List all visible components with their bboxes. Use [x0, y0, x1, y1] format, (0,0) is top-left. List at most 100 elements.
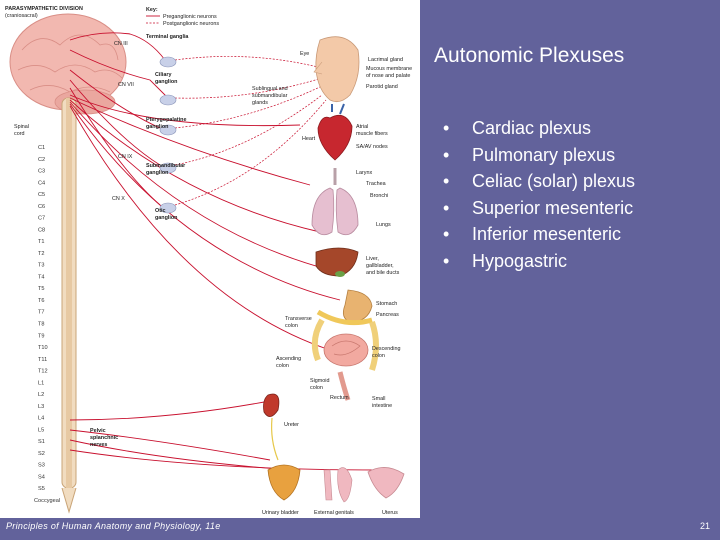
pterygopalatine-ganglion-label: Pterygopalatine: [146, 117, 186, 123]
plexus-list: • Cardiac plexus • Pulmonary plexus • Celia…: [440, 117, 635, 277]
list-item: • Celiac (solar) plexus: [440, 170, 635, 197]
list-item-label: Cardiac plexus: [472, 118, 592, 138]
list-item-label: Hypogastric: [472, 250, 568, 271]
heart-illustration: [317, 103, 353, 161]
spinal-segment-label: C8: [38, 227, 45, 233]
spinal-segment-label: T5: [38, 286, 45, 292]
key-title: Key:: [146, 7, 158, 13]
bullet-glyph: •: [443, 144, 450, 165]
otic-ganglion-label: ganglion: [155, 215, 177, 221]
mucous-label: Mucous membrane: [366, 66, 412, 72]
bullet-glyph: •: [443, 224, 450, 245]
liver-label: and bile ducts: [366, 270, 400, 276]
footer-citation: Principles of Human Anatomy and Physiolo…: [6, 521, 221, 531]
small-intestine-label: Small: [372, 396, 385, 402]
larynx-label: Larynx: [356, 170, 372, 176]
head-illustration: [313, 36, 360, 103]
spinal-segment-label: T4: [38, 274, 45, 280]
terminal-ganglia-label: Terminal ganglia: [146, 34, 189, 40]
spinal-segment-label: T10: [38, 345, 48, 351]
spinal-segment-label: T9: [38, 333, 45, 339]
spinal-segment-label: Coccygeal: [34, 498, 60, 504]
spinal-segment-label: T12: [38, 369, 48, 375]
key-preganglionic: Preganglionic neurons: [163, 14, 217, 20]
list-item: •Superior mesenteric: [440, 197, 635, 224]
slide-title: Autonomic Plexuses: [434, 44, 625, 67]
list-item: • Hypogastric: [440, 250, 635, 277]
list-item-label: Celiac (solar) plexus: [472, 171, 636, 192]
parotid-label: Parotid gland: [366, 84, 398, 90]
cranial-nerve-label: CN III: [114, 41, 128, 47]
liver-label: Liver,: [366, 256, 379, 262]
bullet-glyph: •: [443, 197, 450, 218]
pancreas-label: Pancreas: [376, 312, 399, 318]
bullet-glyph: •: [443, 171, 450, 192]
spinal-segment-label: S5: [38, 486, 45, 492]
division-heading: PARASYMPATHETIC DIVISION: [5, 6, 83, 12]
spinal-segment-label: L5: [38, 427, 44, 433]
bullet-glyph: •: [443, 118, 450, 138]
spinal-cord-label-1: Spinal: [14, 124, 29, 130]
pelvic-splanchnic-label: nerves: [90, 442, 107, 448]
list-item-label: Inferior mesenteric: [472, 224, 622, 245]
spinal-segment-label: C4: [38, 180, 45, 186]
spinal-segment-label: C3: [38, 169, 45, 175]
spinal-segment-label: C5: [38, 192, 45, 198]
trachea-label: Trachea: [366, 181, 386, 187]
list-item: • Pulmonary plexus: [440, 144, 635, 171]
transverse-colon-label: Transverse: [285, 316, 312, 322]
spinal-segment-label: C7: [38, 216, 45, 222]
submandibular-ganglion-label: ganglion: [146, 170, 168, 176]
bladder-label: Urinary bladder: [262, 510, 299, 516]
spinal-segment-label: L2: [38, 392, 44, 398]
postganglionic-fibers: [174, 56, 327, 206]
digestive-illustration: [311, 289, 379, 401]
spinal-segment-label: C2: [38, 157, 45, 163]
spinal-cord-illustration: [61, 97, 77, 514]
spinal-segment-labels: C1C2C3C4C5C6C7C8T1T2T3T4T5T6T7T8T9T10T11…: [34, 145, 60, 504]
liver-illustration: [315, 247, 359, 277]
transverse-colon-label: colon: [285, 323, 298, 329]
small-intestine-label: intestine: [372, 403, 392, 409]
ciliary-ganglion-label: ganglion: [155, 79, 177, 85]
pelvic-splanchnic-label: splanchnic: [90, 435, 118, 441]
bronchi-label: Bronchi: [370, 193, 388, 199]
spinal-segment-label: T1: [38, 239, 45, 245]
cranial-nerve-label: CN VII: [118, 82, 134, 88]
pterygopalatine-ganglion-label: ganglion: [146, 124, 168, 130]
spinal-segment-label: C6: [38, 204, 45, 210]
ureter-label: Ureter: [284, 422, 299, 428]
uterus-label: Uterus: [382, 510, 398, 516]
spinal-segment-label: T7: [38, 310, 45, 316]
pelvic-illustration: [267, 464, 405, 503]
preganglionic-fibers: [69, 32, 381, 471]
heart-label: Heart: [302, 136, 316, 142]
spinal-segment-label: T11: [38, 357, 47, 363]
diagram-svg: Key: Preganglionic neurons Postganglioni…: [5, 6, 412, 516]
spinal-segment-label: S2: [38, 451, 45, 457]
atrial-label: muscle fibers: [356, 131, 388, 137]
ganglia-illustration: [159, 56, 177, 214]
spinal-segment-label: L1: [38, 380, 44, 386]
mucous-label: of nose and palate: [366, 73, 410, 79]
lungs-illustration: [311, 168, 359, 236]
sublingual-label: Sublingual and: [252, 86, 288, 92]
spinal-segment-label: L4: [38, 416, 44, 422]
pelvic-splanchnic-label: Pelvic: [90, 428, 106, 434]
descending-colon-label: colon: [372, 353, 385, 359]
descending-colon-label: Descending: [372, 346, 400, 352]
lungs-label: Lungs: [376, 222, 391, 228]
bullet-glyph: •: [443, 250, 450, 271]
liver-label: gallbladder,: [366, 263, 394, 269]
ascending-colon-label: Ascending: [276, 356, 301, 362]
spinal-segment-label: S3: [38, 463, 45, 469]
spinal-segment-label: T3: [38, 263, 45, 269]
sublingual-label: submandibular: [252, 93, 288, 99]
spinal-segment-label: T2: [38, 251, 45, 257]
list-item: • Cardiac plexus: [440, 117, 635, 144]
division-subheading: (craniosacral): [5, 13, 38, 19]
sigmoid-colon-label: colon: [310, 385, 323, 391]
list-item-label: Pulmonary plexus: [472, 144, 616, 165]
sublingual-label: glands: [252, 100, 268, 106]
sa-av-label: SA/AV nodes: [356, 144, 388, 150]
